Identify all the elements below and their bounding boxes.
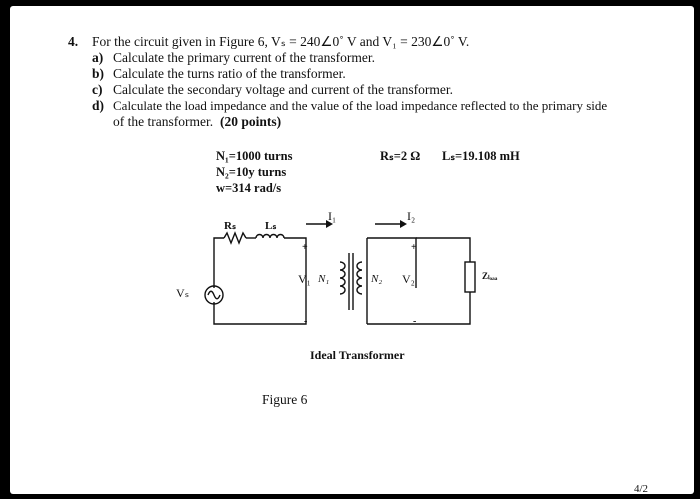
vs-label: Vₛ: [176, 286, 190, 300]
v2-label: V₂: [402, 272, 415, 286]
inductor-ls: [255, 233, 285, 239]
resistor-rs: [223, 231, 247, 245]
part-c-text: Calculate the secondary voltage and curr…: [113, 82, 453, 97]
param-n2: N₂=10y turns: [216, 165, 287, 179]
part-a-text: Calculate the primary current of the tra…: [113, 50, 376, 65]
i2-label: I₂: [407, 209, 416, 223]
n1-label: N₁: [318, 273, 330, 285]
part-c-letter: c): [92, 82, 103, 97]
plus-secondary: +: [411, 242, 417, 253]
v1-label: V₁: [298, 272, 311, 286]
ls-label: Lₛ: [265, 220, 277, 232]
question-number: 4.: [68, 34, 79, 49]
plus-primary: +: [302, 242, 308, 253]
rs-label: Rₛ: [224, 220, 237, 232]
transformer-label: Ideal Transformer: [310, 348, 405, 362]
param-rs: Rₛ=2 Ω: [380, 149, 421, 163]
page-number: 4/2: [634, 483, 649, 495]
zload-box: [464, 261, 476, 293]
circuit-diagram: [204, 220, 476, 325]
minus-primary: -: [304, 316, 308, 327]
part-d-text: Calculate the load impedance and the val…: [113, 98, 608, 113]
i1-label: I₁: [328, 209, 337, 223]
minus-secondary: -: [413, 316, 417, 327]
secondary-winding: [356, 261, 363, 295]
points-label: (20 points): [220, 114, 282, 129]
zload-label: Zₗₒₐₐ: [482, 271, 498, 281]
part-b-letter: b): [92, 66, 105, 81]
figure-caption: Figure 6: [262, 392, 308, 407]
param-omega: w=314 rad/s: [216, 181, 282, 195]
sine-icon: [207, 290, 221, 300]
part-b-text: Calculate the turns ratio of the transfo…: [113, 66, 346, 81]
param-ls: Lₛ=19.108 mH: [442, 149, 520, 163]
question-page: 4. For the circuit given in Figure 6, Vₛ…: [10, 6, 694, 495]
voltage-source-circle: [204, 285, 224, 305]
question-intro: For the circuit given in Figure 6, Vₛ = …: [92, 34, 470, 49]
primary-winding: [339, 261, 346, 295]
part-a-letter: a): [92, 50, 104, 65]
param-n1: N₁=1000 turns: [216, 149, 293, 163]
part-d-letter: d): [92, 98, 105, 113]
part-d-continued: of the transformer.: [113, 114, 214, 129]
n2-label: N₂: [371, 273, 383, 285]
